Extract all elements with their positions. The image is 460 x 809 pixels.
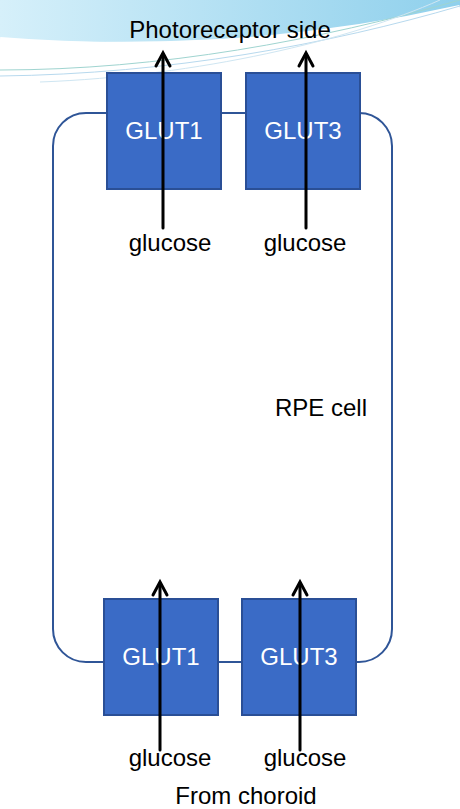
transporter-box: GLUT1 <box>106 72 222 190</box>
side-label: From choroid <box>175 782 316 809</box>
transporter-label: GLUT1 <box>122 643 199 671</box>
transporter-box: GLUT3 <box>241 598 357 716</box>
cell-label: RPE cell <box>275 394 367 422</box>
transporter-label: GLUT3 <box>260 643 337 671</box>
transporter-label: GLUT1 <box>125 117 202 145</box>
transporter-box: GLUT3 <box>245 72 361 190</box>
transporter-box: GLUT1 <box>103 598 219 716</box>
substrate-label: glucose <box>264 744 347 772</box>
substrate-label: glucose <box>129 229 212 257</box>
transporter-label: GLUT3 <box>264 117 341 145</box>
substrate-label: glucose <box>129 744 212 772</box>
side-label: Photoreceptor side <box>129 16 330 44</box>
substrate-label: glucose <box>264 229 347 257</box>
cell-outline: RPE cell <box>52 112 393 663</box>
